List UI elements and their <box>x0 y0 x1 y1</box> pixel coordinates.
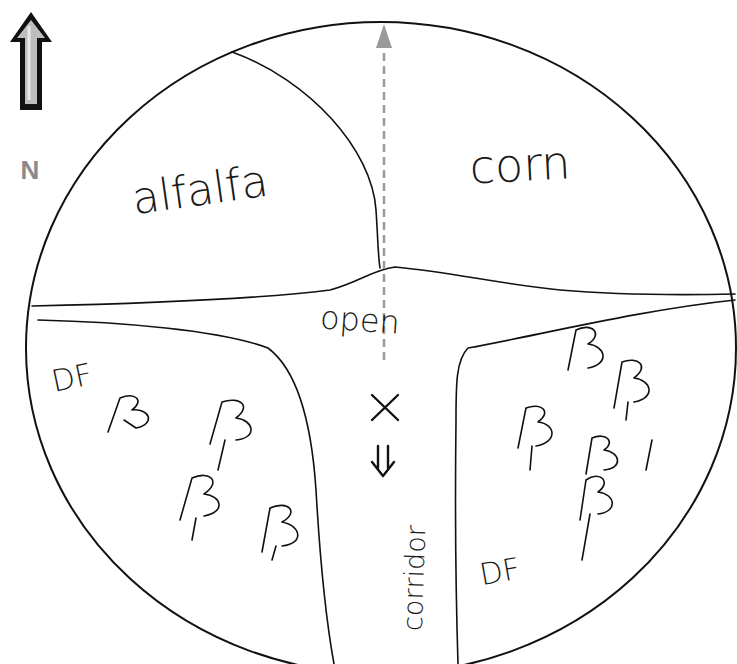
forest-label: DF <box>478 554 523 591</box>
forest-boundary <box>38 320 334 664</box>
field-label: alfalfa <box>129 159 270 222</box>
forest-boundary <box>456 300 735 664</box>
forest-label: DF <box>49 359 95 397</box>
area-label: open <box>319 301 401 338</box>
corridor-label: corridor <box>399 525 430 632</box>
map-boundary <box>26 22 736 664</box>
compass-letter: N <box>21 157 40 183</box>
corridor-marks <box>372 395 398 476</box>
tree-symbol <box>518 327 652 560</box>
field-label: corn <box>469 139 572 190</box>
tree-symbol <box>108 396 298 560</box>
north-arrow <box>10 12 52 110</box>
